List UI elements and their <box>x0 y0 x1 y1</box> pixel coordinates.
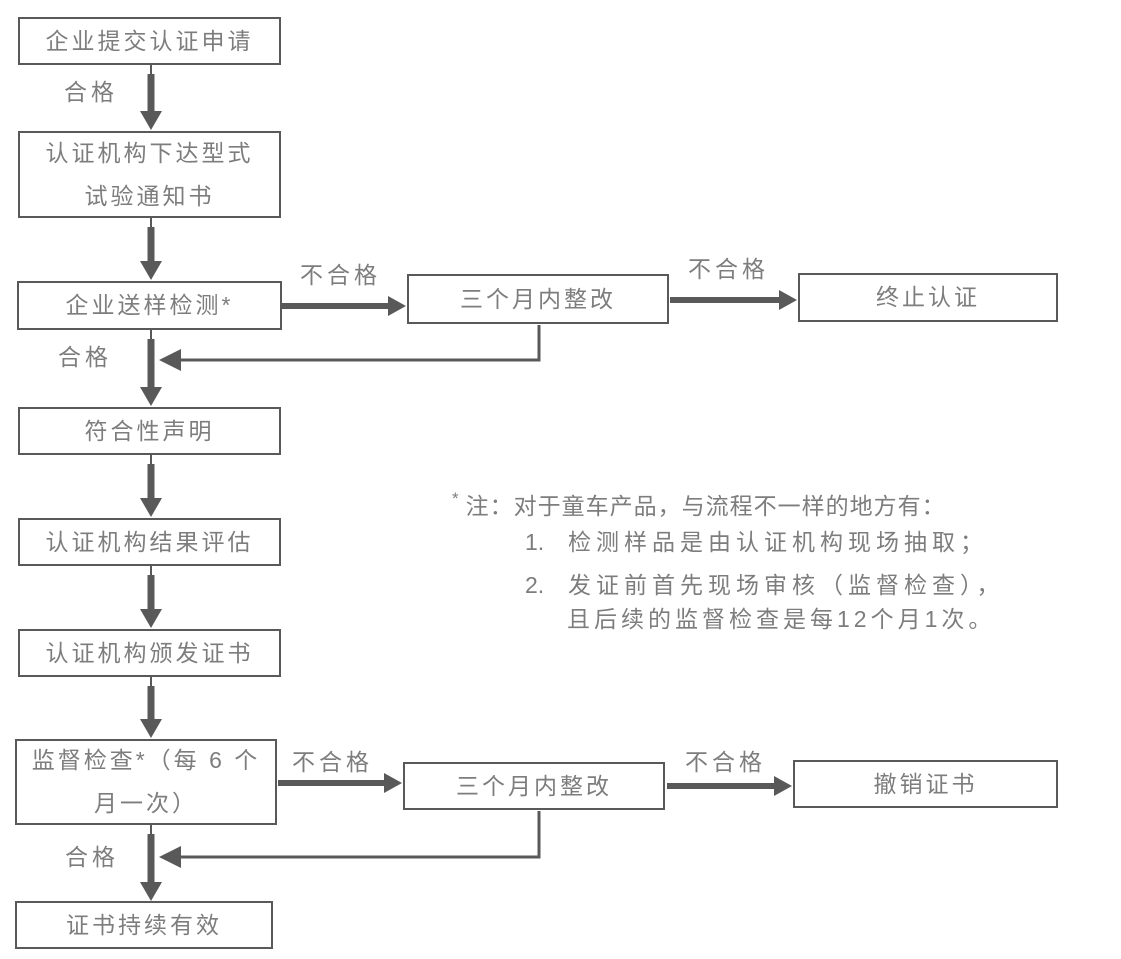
arrow-supervision-to-rectify2 <box>278 773 402 793</box>
node-result-evaluation-label: 认证机构结果评估 <box>45 528 254 555</box>
node-type-test-notice: 认证机构下达型式 试验通知书 <box>18 131 281 218</box>
note-item-1-text: 检测样品是由认证机构现场抽取； <box>568 529 988 555</box>
node-conformity-declaration-label: 符合性声明 <box>84 417 215 444</box>
node-rectify-three-months-1: 三个月内整改 <box>407 274 669 324</box>
note-item-2-continuation-text: 且后续的监督检查是每12个月1次。 <box>567 606 996 632</box>
node-terminate-certification: 终止认证 <box>798 273 1058 322</box>
edge-label-fail-1: 不合格 <box>300 262 381 288</box>
note-asterisk: * <box>452 489 459 508</box>
edge-label-fail-2: 不合格 <box>688 256 769 282</box>
edge-label-pass-1: 合格 <box>64 79 118 105</box>
note-item-2: 2. 发证前首先现场审核（监督检查）， <box>525 571 1005 599</box>
arrow-supervision-to-valid <box>140 825 162 901</box>
node-certificate-valid: 证书持续有效 <box>15 901 273 949</box>
arrow-rectify1-to-terminate <box>670 290 797 310</box>
node-supervision-inspection: 监督检查*（每 6 个 月一次） <box>15 739 277 825</box>
note-header: * 注：对于童车产品，与流程不一样的地方有： <box>452 485 946 520</box>
arrow-issue-to-supervision <box>140 677 162 738</box>
node-certificate-valid-label: 证书持续有效 <box>66 911 222 938</box>
node-rectify-three-months-2-label: 三个月内整改 <box>456 772 612 799</box>
node-rectify-three-months-1-label: 三个月内整改 <box>460 285 616 312</box>
edge-label-pass-3: 合格 <box>65 844 119 870</box>
arrow-sample-to-conformity <box>140 330 162 406</box>
edge-label-pass-2: 合格 <box>58 344 112 370</box>
note-item-1-number: 1. <box>525 529 545 555</box>
node-revoke-certificate-label: 撤销证书 <box>873 770 978 797</box>
note-item-2-number: 2. <box>525 572 545 598</box>
edge-label-fail-3: 不合格 <box>292 749 373 775</box>
connector-rectify2-return <box>159 811 541 868</box>
node-supervision-inspection-line2: 月一次） <box>94 790 198 816</box>
node-submit-application: 企业提交认证申请 <box>18 17 281 65</box>
node-sample-testing-label: 企业送样检测* <box>65 292 234 318</box>
node-issue-certificate-label: 认证机构颁发证书 <box>45 639 254 666</box>
node-issue-certificate: 认证机构颁发证书 <box>18 629 281 677</box>
connector-rectify1-return <box>159 325 541 371</box>
node-rectify-three-months-2: 三个月内整改 <box>403 762 665 810</box>
arrow-evaluation-to-issue <box>140 566 162 628</box>
node-sample-testing: 企业送样检测* <box>17 281 282 330</box>
node-result-evaluation: 认证机构结果评估 <box>18 518 281 566</box>
node-revoke-certificate: 撤销证书 <box>793 760 1058 808</box>
note-header-text: 注：对于童车产品，与流程不一样的地方有： <box>465 493 946 519</box>
arrow-notice-to-sample <box>140 218 162 280</box>
node-conformity-declaration: 符合性声明 <box>18 407 281 455</box>
arrow-conformity-to-evaluation <box>140 455 162 517</box>
note-item-2-text: 发证前首先现场审核（监督检查）， <box>568 572 1005 598</box>
node-terminate-certification-label: 终止认证 <box>876 284 980 310</box>
node-type-test-notice-line1: 认证机构下达型式 <box>45 139 254 166</box>
arrow-submit-to-notice <box>140 65 162 130</box>
node-supervision-inspection-line1: 监督检查*（每 6 个 <box>31 747 261 773</box>
arrow-sample-to-rectify1 <box>282 296 406 316</box>
edge-label-fail-4: 不合格 <box>685 749 766 775</box>
note-item-1: 1. 检测样品是由认证机构现场抽取； <box>525 528 988 556</box>
note-item-2-continuation: 且后续的监督检查是每12个月1次。 <box>567 605 995 633</box>
node-submit-application-label: 企业提交认证申请 <box>45 27 254 54</box>
node-type-test-notice-line2: 试验通知书 <box>84 182 215 209</box>
arrow-rectify2-to-revoke <box>667 776 792 796</box>
